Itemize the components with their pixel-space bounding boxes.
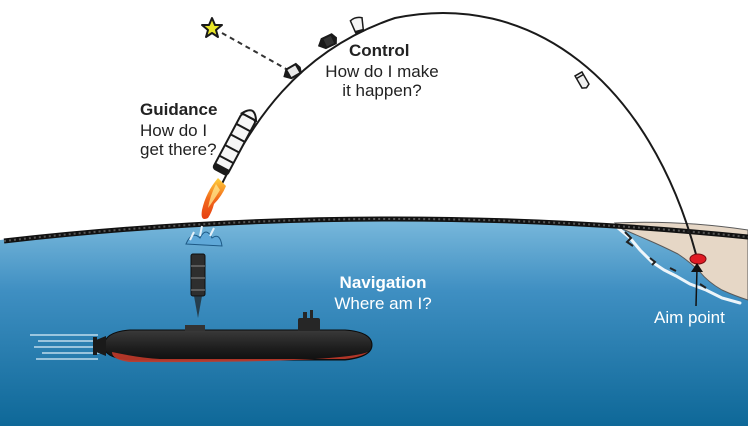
underwater-missile — [190, 253, 206, 318]
control-label: Control How do I make it happen? — [314, 41, 450, 100]
horizon-texture — [3, 217, 748, 242]
control-line2: it happen? — [342, 81, 422, 101]
navigation-line1: Where am I? — [334, 294, 432, 314]
missile-icon — [212, 109, 258, 176]
star-sightline — [221, 32, 289, 71]
coast-rocks — [624, 231, 707, 289]
reentry-vehicle-icon — [317, 33, 337, 50]
star-icon — [201, 17, 223, 38]
rocket-flame-core — [208, 184, 220, 208]
navigation-label: Navigation Where am I? — [318, 273, 448, 313]
submarine-wake — [30, 334, 100, 360]
aim-point-label: Aim point — [654, 308, 725, 327]
guidance-label: Guidance How do I get there? — [140, 100, 217, 159]
guidance-title: Guidance — [140, 100, 218, 119]
aim-point-marker-icon — [689, 253, 707, 265]
reentry-vehicle-icon — [283, 62, 302, 80]
navigation-title: Navigation — [339, 273, 427, 292]
guidance-line1: How do I — [140, 121, 208, 141]
trajectory-arc — [211, 12, 698, 259]
aim-point-arrowhead — [691, 263, 703, 272]
sea — [0, 217, 748, 426]
reentry-vehicle-icon — [574, 70, 590, 89]
coast-foam — [616, 226, 742, 305]
control-line1: How do I make — [325, 62, 439, 82]
land — [613, 221, 748, 301]
submarine-icon — [93, 310, 373, 363]
reentry-vehicle-icon — [349, 16, 365, 34]
launch-splash — [185, 225, 223, 247]
aim-point-pointer — [695, 267, 698, 307]
aim-point-text: Aim point — [654, 308, 725, 327]
control-title: Control — [349, 41, 410, 60]
guidance-line2: get there? — [140, 140, 217, 160]
